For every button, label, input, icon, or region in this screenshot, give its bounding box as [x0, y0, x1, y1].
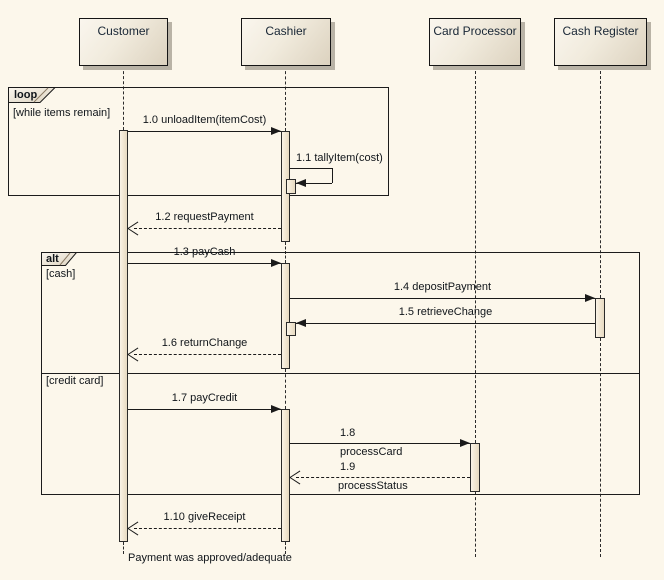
- lifeline-cashier-segment-3: [285, 369, 286, 409]
- message-1-6-line: [134, 354, 281, 355]
- message-1-5-label: 1.5 retrieveChange: [398, 306, 493, 318]
- fragment-alt-operator: alt: [46, 253, 59, 265]
- message-1-6-returnChange[interactable]: 1.6 returnChange: [128, 337, 281, 361]
- message-1-6-label: 1.6 returnChange: [161, 337, 248, 349]
- message-1-10-line: [134, 528, 281, 529]
- message-1-9-number: 1.9: [340, 461, 356, 473]
- arrowhead-open-left-icon: [290, 471, 302, 483]
- message-1-0-line: [128, 131, 281, 132]
- message-1-5-line: [296, 323, 595, 324]
- fragment-alt-operator-pentagon: [41, 252, 78, 266]
- fragment-loop[interactable]: [8, 87, 389, 196]
- message-1-2-line: [134, 228, 281, 229]
- lifeline-head-card-processor[interactable]: Card Processor: [429, 18, 521, 66]
- message-1-8-processCard[interactable]: 1.8 processCard: [290, 427, 470, 459]
- message-1-4-depositPayment[interactable]: 1.4 depositPayment: [290, 281, 595, 303]
- message-1-8-line: [290, 443, 470, 444]
- message-1-8-number: 1.8: [340, 427, 356, 439]
- arrowhead-filled-right-icon: [271, 405, 281, 413]
- note-payment-approved[interactable]: Payment was approved/adequate: [128, 552, 292, 564]
- message-1-1-line-top: [290, 168, 332, 169]
- lifeline-head-cashier[interactable]: Cashier: [241, 18, 331, 66]
- arrowhead-filled-right-icon: [585, 294, 595, 302]
- arrowhead-open-left-icon: [128, 222, 140, 234]
- message-1-9-label: processStatus: [338, 480, 408, 492]
- lifeline-label-cashier: Cashier: [265, 24, 307, 38]
- message-1-9-line: [296, 477, 470, 478]
- fragment-loop-operator: loop: [14, 89, 38, 101]
- message-1-1-tallyItem[interactable]: 1.1 tallyItem(cost): [290, 152, 383, 196]
- arrowhead-filled-right-icon: [271, 127, 281, 135]
- lifeline-cash-register-segment-1: [600, 66, 601, 298]
- arrowhead-filled-left-icon: [296, 319, 306, 327]
- lifeline-cashier-segment-1: [285, 66, 286, 131]
- fragment-alt-separator: [41, 373, 640, 374]
- lifeline-card-processor-segment-2: [475, 492, 476, 557]
- message-1-1-line-right: [332, 168, 333, 183]
- activation-card-processor[interactable]: [470, 443, 480, 492]
- arrowhead-open-left-icon: [128, 522, 140, 534]
- message-1-3-payCash[interactable]: 1.3 payCash: [128, 246, 281, 268]
- fragment-alt-guard-cash: [cash]: [46, 268, 76, 280]
- message-1-7-line: [128, 409, 281, 410]
- activation-cash-register[interactable]: [595, 298, 605, 338]
- message-1-0-label: 1.0 unloadItem(itemCost): [142, 114, 267, 126]
- lifeline-card-processor-segment-1: [475, 66, 476, 443]
- message-1-1-label: 1.1 tallyItem(cost): [296, 152, 383, 164]
- message-1-10-giveReceipt[interactable]: 1.10 giveReceipt: [128, 511, 281, 535]
- fragment-alt-guard-credit-card: [credit card]: [46, 375, 104, 387]
- message-1-3-label: 1.3 payCash: [173, 246, 236, 258]
- activation-cashier-nested-2[interactable]: [286, 322, 296, 336]
- message-1-7-label: 1.7 payCredit: [171, 392, 238, 404]
- message-1-1-line-bottom: [296, 183, 332, 184]
- lifeline-head-cash-register[interactable]: Cash Register: [554, 18, 647, 66]
- activation-cashier-nested-1[interactable]: [286, 179, 296, 194]
- arrowhead-open-left-icon: [128, 348, 140, 360]
- message-1-8-label: processCard: [340, 446, 403, 458]
- message-1-9-processStatus[interactable]: 1.9 processStatus: [290, 461, 470, 493]
- lifeline-cashier-segment-4: [285, 542, 286, 554]
- message-1-2-label: 1.2 requestPayment: [155, 211, 254, 223]
- message-1-10-label: 1.10 giveReceipt: [163, 511, 246, 523]
- fragment-loop-guard: [while items remain]: [13, 107, 111, 119]
- message-1-3-line: [128, 263, 281, 264]
- message-1-4-label: 1.4 depositPayment: [393, 281, 492, 293]
- arrowhead-filled-right-icon: [271, 259, 281, 267]
- lifeline-label-customer: Customer: [97, 24, 150, 38]
- message-1-2-requestPayment[interactable]: 1.2 requestPayment: [128, 211, 281, 235]
- message-1-7-payCredit[interactable]: 1.7 payCredit: [128, 392, 281, 414]
- fragment-loop-operator-pentagon: [8, 87, 56, 103]
- activation-customer[interactable]: [119, 130, 128, 542]
- message-1-0-unloadItem[interactable]: 1.0 unloadItem(itemCost): [128, 114, 281, 136]
- lifeline-label-cash-register: Cash Register: [562, 24, 639, 38]
- message-1-5-retrieveChange[interactable]: 1.5 retrieveChange: [296, 306, 595, 328]
- lifeline-customer-segment-2: [123, 542, 124, 554]
- lifeline-cash-register-segment-2: [600, 338, 601, 557]
- activation-cashier-3[interactable]: [281, 409, 290, 542]
- arrowhead-filled-right-icon: [460, 439, 470, 447]
- lifeline-head-customer[interactable]: Customer: [79, 18, 168, 66]
- message-1-4-line: [290, 298, 595, 299]
- arrowhead-filled-left-icon: [296, 179, 306, 187]
- lifeline-label-card-processor: Card Processor: [433, 24, 517, 38]
- activation-cashier-2[interactable]: [281, 263, 290, 369]
- lifeline-customer-segment-1: [123, 66, 124, 130]
